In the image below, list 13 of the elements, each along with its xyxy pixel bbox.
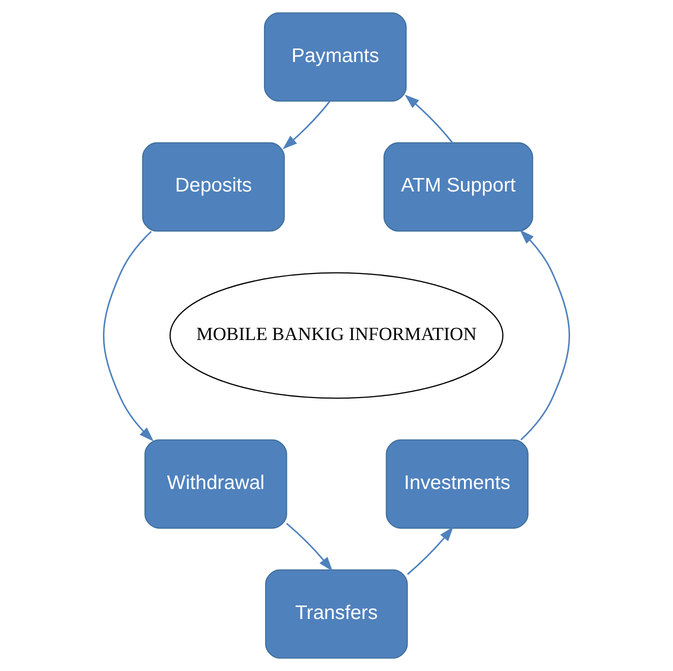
arrow xyxy=(282,100,330,150)
arrow xyxy=(520,230,570,440)
node-box: Investments xyxy=(386,439,529,529)
arrow xyxy=(407,526,454,575)
node-box: Paymants xyxy=(264,12,407,102)
arrow xyxy=(286,522,333,572)
node-box: Deposits xyxy=(142,142,285,232)
node-box: ATM Support xyxy=(383,142,534,232)
arrow xyxy=(404,94,454,144)
node-box: Withdrawal xyxy=(144,439,288,529)
node-ellipse: MOBILE BANKIG INFORMATION xyxy=(170,272,504,399)
arrow xyxy=(102,230,154,442)
node-box: Transfers xyxy=(265,569,408,659)
